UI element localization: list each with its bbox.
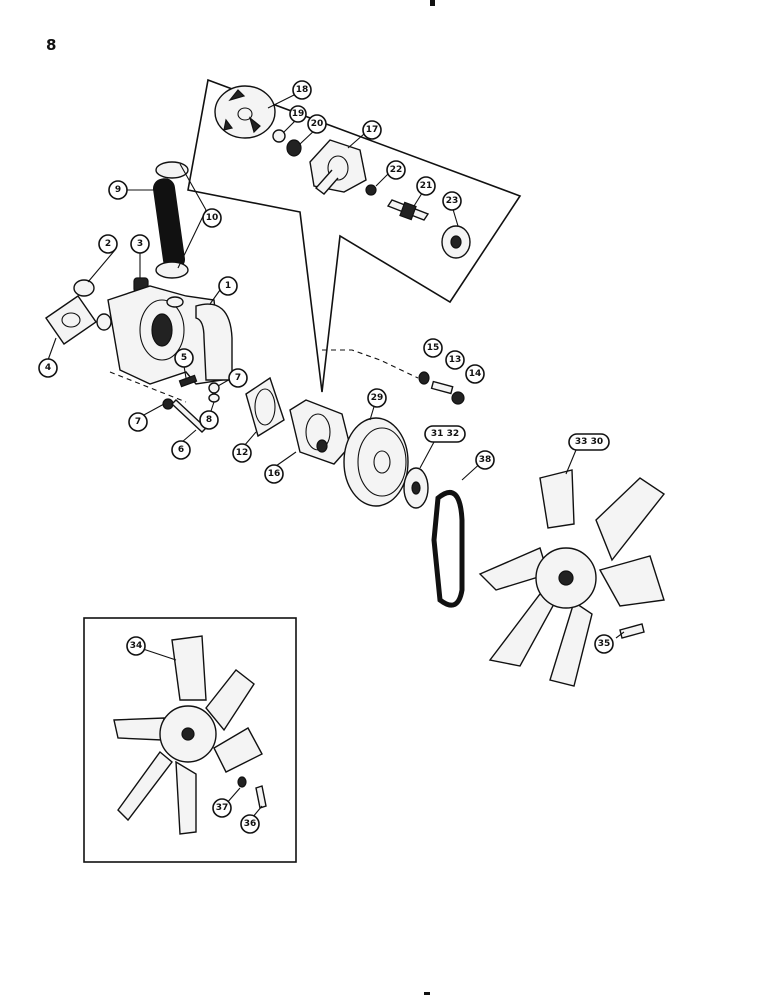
callout-21: 21 xyxy=(416,176,436,196)
alt-fan-washer-part xyxy=(237,776,247,788)
callout-19: 19 xyxy=(289,105,307,123)
impeller-part xyxy=(214,85,276,139)
fan-bolt-part xyxy=(619,623,645,639)
six-blade-fan-part xyxy=(478,469,666,687)
callout-34: 34 xyxy=(126,636,146,656)
callout-7-upper-label: 7 xyxy=(235,373,241,383)
callout-22: 22 xyxy=(386,160,406,180)
plug-part xyxy=(73,279,95,297)
callout-3-label: 3 xyxy=(137,239,143,249)
callout-9-label: 9 xyxy=(115,185,121,195)
callout-12: 12 xyxy=(232,443,252,463)
callout-37-label: 37 xyxy=(216,803,229,813)
callout-16: 16 xyxy=(264,464,284,484)
callout-5: 5 xyxy=(174,348,194,368)
callout-20: 20 xyxy=(307,114,327,134)
page-number: 8 xyxy=(46,36,57,54)
callout-38: 38 xyxy=(475,450,495,470)
callout-17: 17 xyxy=(362,120,382,140)
callout-20-label: 20 xyxy=(311,119,324,129)
callout-36: 36 xyxy=(240,814,260,834)
callout-10: 10 xyxy=(202,208,222,228)
pump-internals-inset-frame xyxy=(187,78,522,393)
callout-31-32: 31 32 xyxy=(424,425,466,443)
callout-4: 4 xyxy=(38,358,58,378)
bottom-registration-mark xyxy=(424,992,430,995)
callout-18-label: 18 xyxy=(296,85,309,95)
callout-17-label: 17 xyxy=(366,125,379,135)
stud-bolt-part xyxy=(430,380,454,395)
callout-34-label: 34 xyxy=(130,641,143,651)
water-pump-part xyxy=(289,399,351,465)
hex-nut-part xyxy=(451,391,465,405)
v-belt-part xyxy=(431,490,465,608)
callout-3: 3 xyxy=(130,234,150,254)
callout-14-label: 14 xyxy=(469,369,482,379)
callout-5-label: 5 xyxy=(181,353,187,363)
callout-2-label: 2 xyxy=(105,239,111,249)
cap-screw-part xyxy=(170,399,208,433)
callout-23-label: 23 xyxy=(446,196,459,206)
callout-8: 8 xyxy=(199,410,219,430)
registration-mark xyxy=(430,0,435,6)
callout-35-label: 35 xyxy=(598,639,611,649)
callout-36-label: 36 xyxy=(244,819,257,829)
callout-13-label: 13 xyxy=(449,355,462,365)
callout-15: 15 xyxy=(423,338,443,358)
pump-body-part xyxy=(309,139,367,195)
callout-2: 2 xyxy=(98,234,118,254)
callout-7-lower: 7 xyxy=(128,412,148,432)
nut-part-upper xyxy=(208,382,220,394)
callout-12-label: 12 xyxy=(236,448,249,458)
callout-33-30: 33 30 xyxy=(568,433,610,451)
callout-8-label: 8 xyxy=(206,415,212,425)
callout-38-label: 38 xyxy=(479,455,492,465)
callout-19-label: 19 xyxy=(292,109,305,119)
outlet-gasket-part xyxy=(45,295,97,345)
callout-35: 35 xyxy=(594,634,614,654)
callout-6-label: 6 xyxy=(178,445,184,455)
fan-spacer-part xyxy=(403,467,429,509)
callout-23: 23 xyxy=(442,191,462,211)
callout-31-32-label: 31 32 xyxy=(431,429,459,439)
callout-14: 14 xyxy=(465,364,485,384)
washer-part xyxy=(208,393,220,403)
callout-4-label: 4 xyxy=(45,363,51,373)
callout-13: 13 xyxy=(445,350,465,370)
callout-18: 18 xyxy=(292,80,312,100)
callout-15-label: 15 xyxy=(427,343,440,353)
callout-1: 1 xyxy=(218,276,238,296)
hose-clamp-lower-part xyxy=(155,261,189,279)
slinger-part xyxy=(365,184,377,196)
callout-10-label: 10 xyxy=(206,213,219,223)
five-blade-fan-part xyxy=(113,635,263,835)
callout-29: 29 xyxy=(367,388,387,408)
stud-part xyxy=(178,374,198,388)
callout-7-lower-label: 7 xyxy=(135,417,141,427)
pump-gasket-part xyxy=(245,376,285,438)
callout-7-upper: 7 xyxy=(228,368,248,388)
bypass-hose-part xyxy=(152,178,186,270)
callout-1-label: 1 xyxy=(225,281,231,291)
callout-33-30-label: 33 30 xyxy=(575,437,603,447)
alt-fan-bolt-part xyxy=(255,785,267,809)
callout-9: 9 xyxy=(108,180,128,200)
callout-6: 6 xyxy=(171,440,191,460)
hose-clamp-upper-part xyxy=(155,161,189,179)
lock-washer-part xyxy=(418,371,430,385)
seal-part xyxy=(272,129,286,143)
callout-29-label: 29 xyxy=(371,393,384,403)
callout-21-label: 21 xyxy=(420,181,433,191)
callout-16-label: 16 xyxy=(268,469,281,479)
pulley-part xyxy=(343,417,409,507)
hub-part xyxy=(441,225,471,259)
alternate-fan-inset-frame xyxy=(83,617,297,863)
seat-part xyxy=(286,139,302,157)
shaft-bearing-part xyxy=(386,199,430,221)
callout-22-label: 22 xyxy=(390,165,403,175)
callout-37: 37 xyxy=(212,798,232,818)
